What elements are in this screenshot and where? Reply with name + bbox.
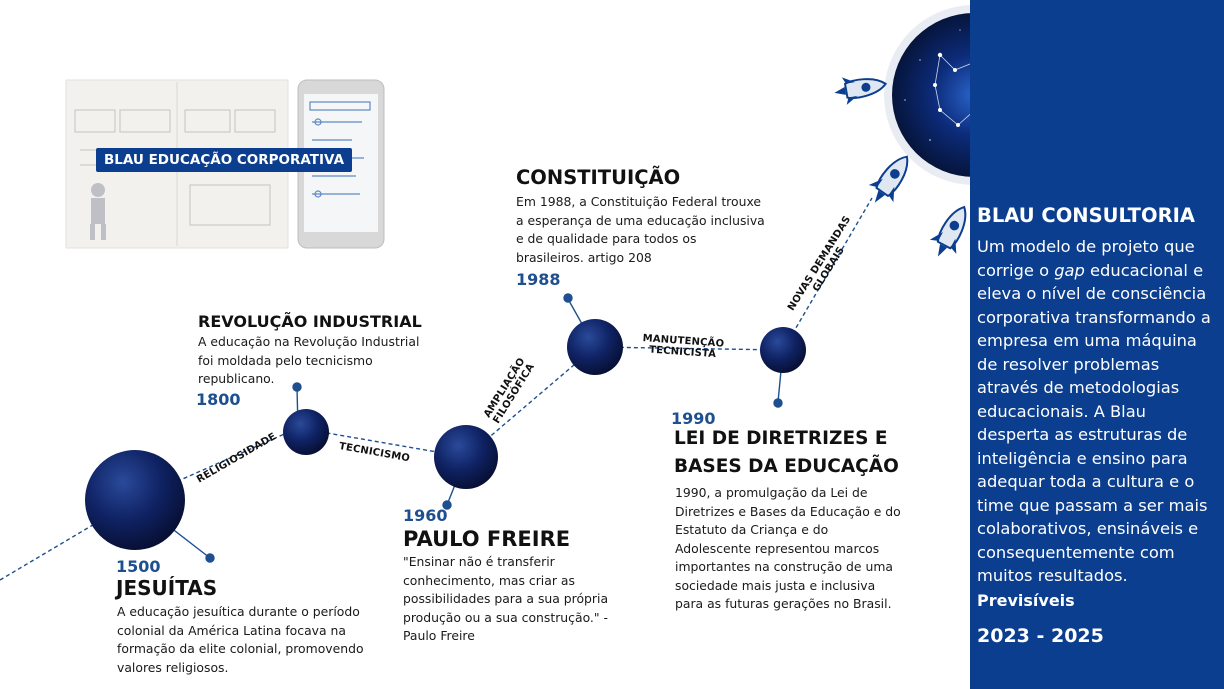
- title-constituicao: CONSTITUIÇÃO: [516, 166, 681, 189]
- title-lei-diretrizes-line1: LEI DE DIRETRIZES E: [674, 428, 888, 449]
- sphere-1960: [434, 425, 498, 489]
- title-paulo-freire: PAULO FREIRE: [403, 527, 571, 551]
- year-1960: 1960: [403, 506, 448, 525]
- year-1990: 1990: [671, 409, 716, 428]
- rocket-icon: [868, 155, 909, 203]
- panel-years: 2023 - 2025: [977, 625, 1104, 647]
- text-lei-diretrizes: 1990, a promulgação da Lei de Diretrizes…: [675, 485, 901, 611]
- text-paulo-freire: "Ensinar não é transferir conhecimento, …: [403, 554, 609, 643]
- year-1500: 1500: [116, 557, 161, 576]
- text-revolucao-industrial: A educação na Revolução Industrial foi m…: [198, 334, 420, 386]
- sphere-1988: [567, 319, 623, 375]
- title-jesuitas: JESUÍTAS: [116, 576, 218, 600]
- year-1800: 1800: [196, 390, 241, 409]
- panel-description: Um modelo de projeto que corrige o gap e…: [977, 237, 1211, 585]
- title-revolucao-industrial: REVOLUÇÃO INDUSTRIAL: [198, 312, 422, 331]
- sphere-1500: [85, 450, 185, 550]
- text-constituicao: Em 1988, a Constituição Federal trouxe a…: [516, 194, 765, 265]
- right-panel: BLAU CONSULTORIA Um modelo de projeto qu…: [970, 0, 1224, 689]
- sphere-1800: [283, 409, 329, 455]
- text-jesuitas: A educação jesuítica durante o período c…: [117, 604, 364, 675]
- rocket-icon: [929, 205, 967, 257]
- rocket-icon: [834, 77, 888, 105]
- brand-label: BLAU EDUCAÇÃO CORPORATIVA: [96, 148, 353, 172]
- year-1988: 1988: [516, 270, 561, 289]
- panel-prevision-label: Previsíveis: [977, 591, 1075, 610]
- title-lei-diretrizes-line2: BASES DA EDUCAÇÃO: [674, 456, 899, 477]
- sphere-1990: [760, 327, 806, 373]
- panel-title: BLAU CONSULTORIA: [977, 204, 1195, 227]
